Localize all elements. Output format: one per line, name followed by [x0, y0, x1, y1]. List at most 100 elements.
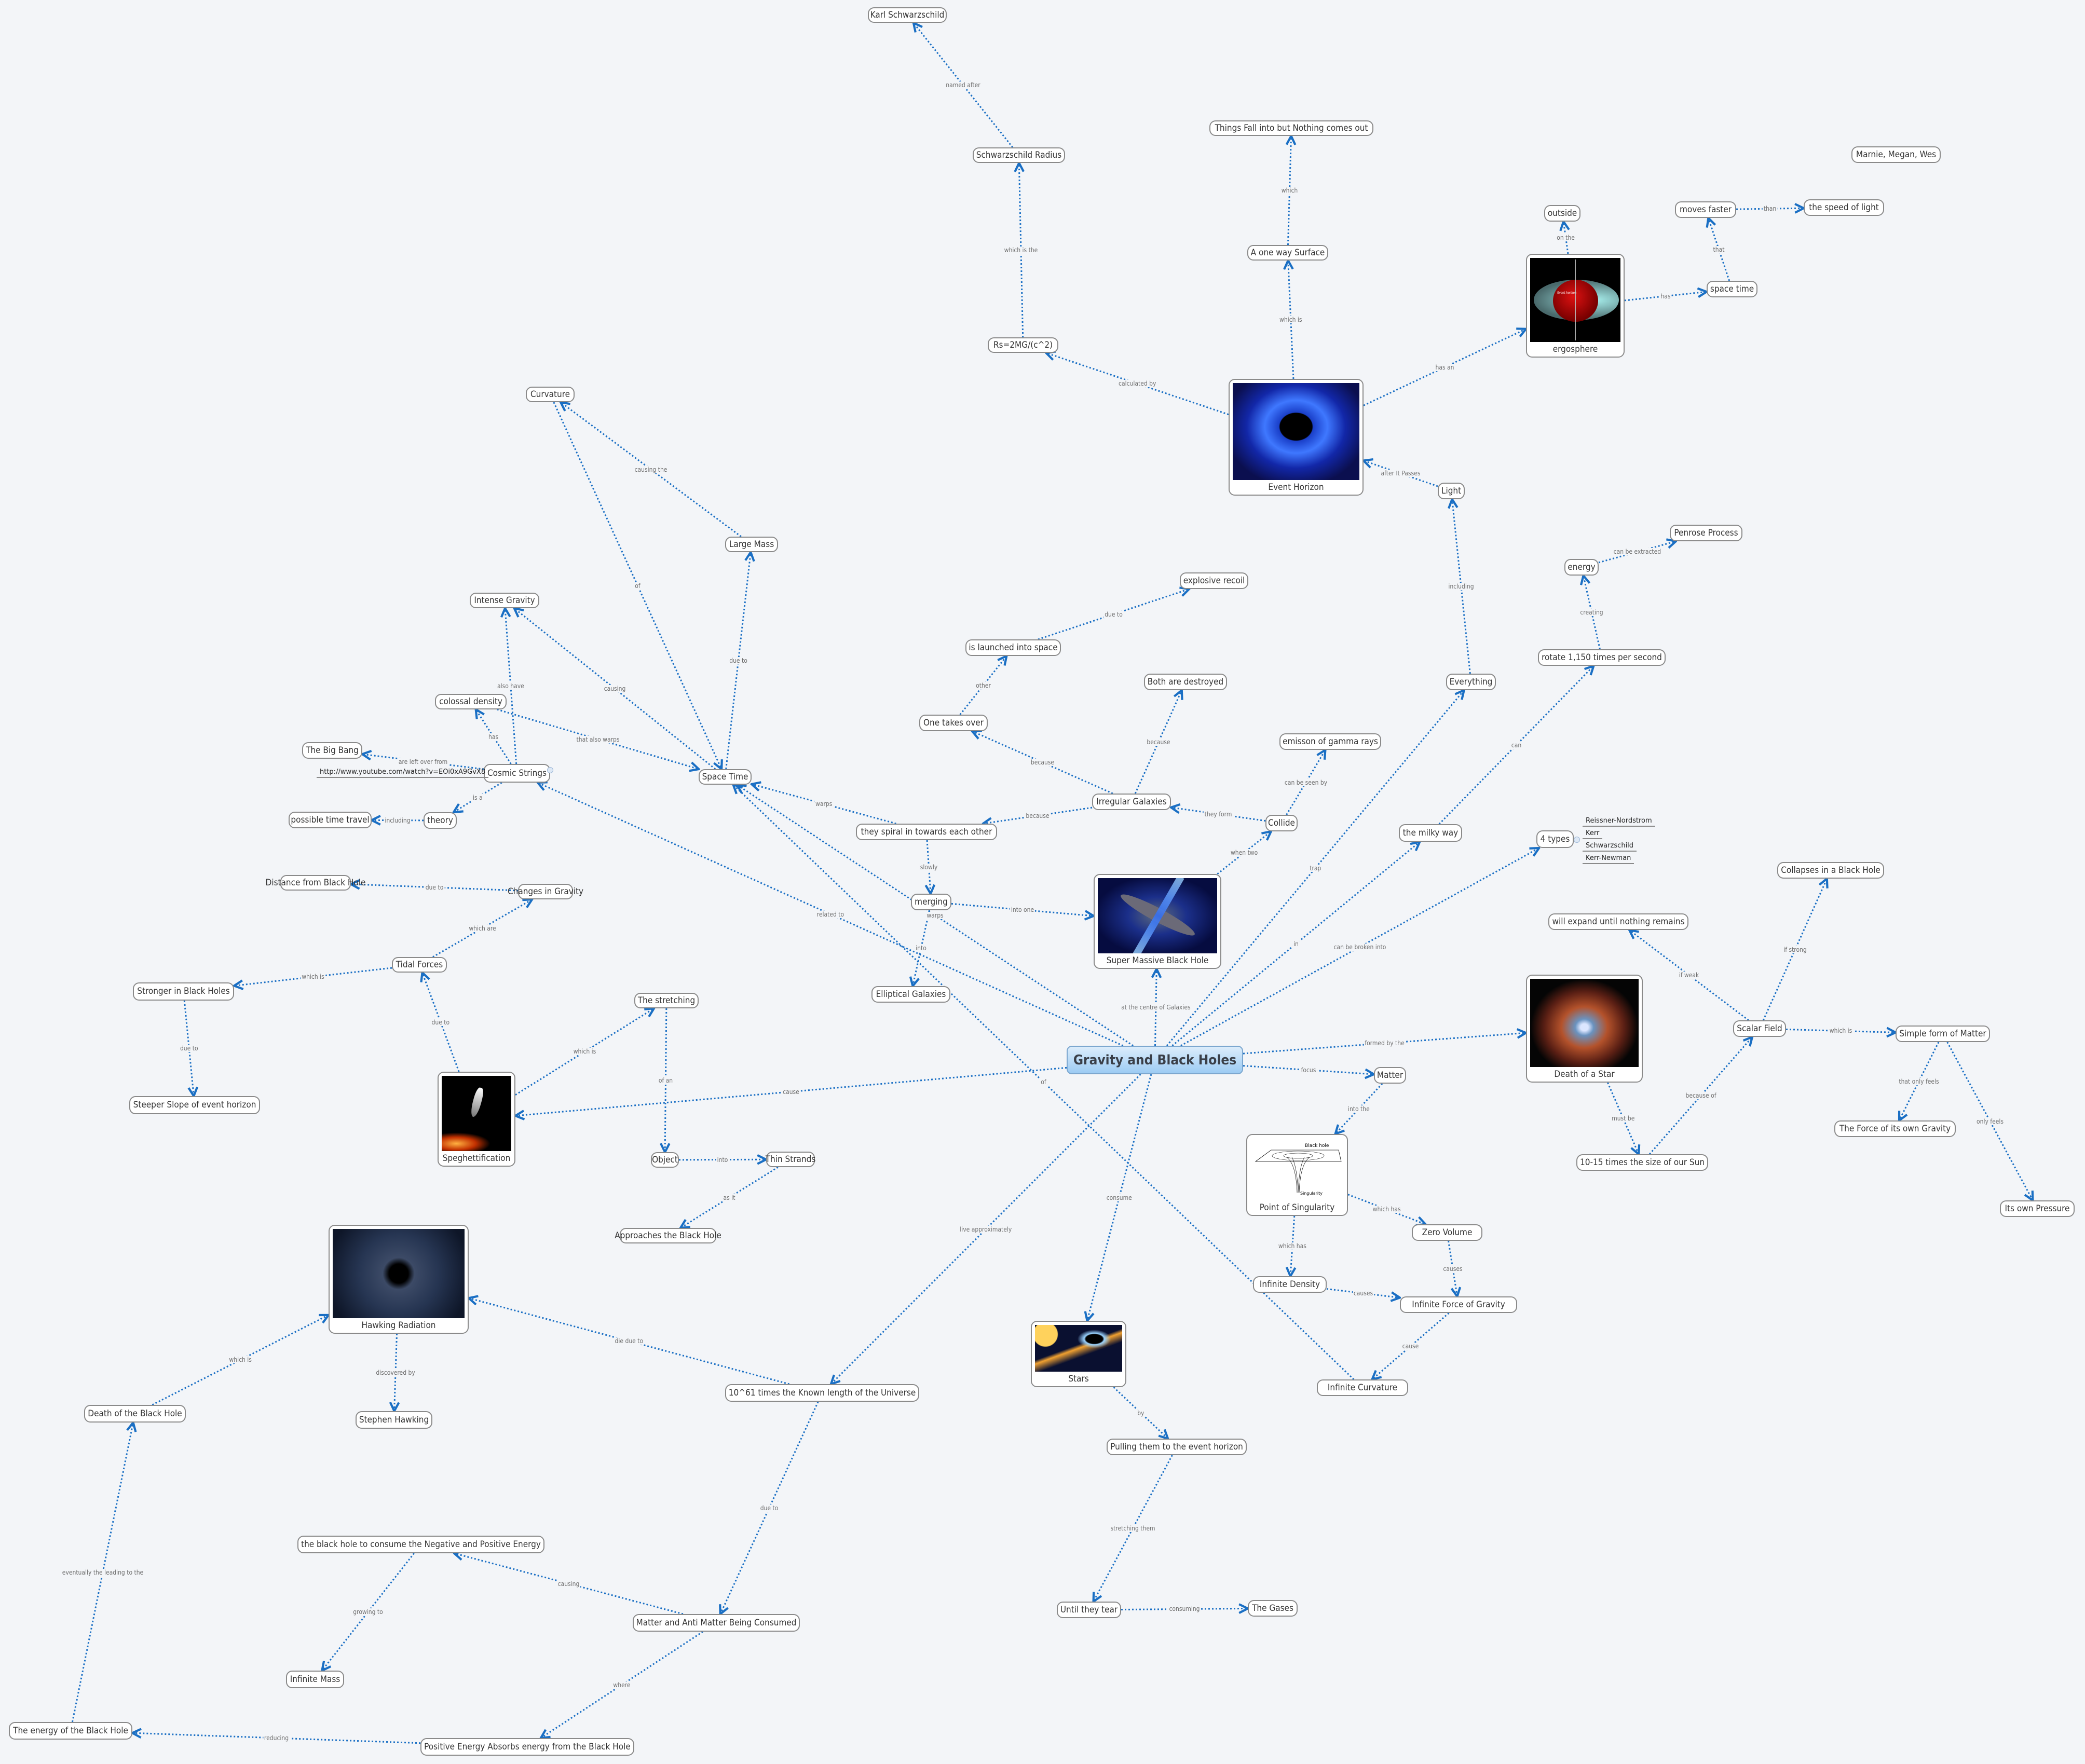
relationship-label[interactable]: cause — [1401, 1343, 1420, 1350]
relationship-label[interactable]: if strong — [1782, 946, 1808, 953]
relationship-connector[interactable] — [1648, 1037, 1752, 1155]
relationship-label[interactable]: die due to — [614, 1337, 645, 1345]
relationship-label[interactable]: due to — [728, 657, 748, 664]
relationship-label[interactable]: which are — [468, 924, 497, 932]
topic-node-smbh[interactable]: Super Massive Black Hole — [1094, 874, 1221, 969]
topic-node-changes[interactable]: Changes in Gravity — [508, 884, 583, 899]
topic-node-consume[interactable]: the black hole to consume the Negative a… — [297, 1536, 544, 1553]
relationship-label[interactable]: into the — [1346, 1105, 1371, 1113]
relationship-label[interactable]: which is — [301, 973, 325, 981]
topic-node-infforce[interactable]: Infinite Force of Gravity — [1400, 1296, 1517, 1313]
relationship-label[interactable]: slowly — [919, 863, 939, 871]
topic-node-spacet2[interactable]: space time — [1707, 281, 1757, 297]
relationship-label[interactable]: can be extracted — [1612, 548, 1662, 556]
collapse-toggle-icon[interactable] — [547, 767, 553, 773]
topic-node-curvature[interactable]: Curvature — [526, 387, 575, 402]
relationship-label[interactable]: as it — [722, 1194, 737, 1201]
topic-node-scalar[interactable]: Scalar Field — [1733, 1020, 1786, 1037]
relationship-label[interactable]: into one — [1010, 906, 1035, 914]
relationship-connector[interactable] — [469, 1298, 790, 1385]
topic-node-milkyway[interactable]: the milky way — [1399, 824, 1462, 842]
subtopic-reissner-nordstrom[interactable]: Reissner-Nordstrom — [1583, 817, 1655, 827]
relationship-connector[interactable] — [234, 967, 392, 986]
relationship-label[interactable]: focus — [1300, 1066, 1317, 1074]
relationship-label[interactable]: of an — [657, 1076, 674, 1084]
topic-node-everything[interactable]: Everything — [1446, 674, 1496, 690]
relationship-connector[interactable] — [1629, 930, 1749, 1021]
relationship-connector[interactable] — [322, 1553, 415, 1671]
relationship-label[interactable]: has an — [1434, 363, 1455, 371]
topic-node-collapses[interactable]: Collapses in a Black Hole — [1777, 862, 1884, 879]
topic-node-deathstar[interactable]: Death of a Star — [1526, 975, 1643, 1083]
topic-node-takesover[interactable]: One takes over — [919, 715, 988, 731]
topic-node-destroyed[interactable]: Both are destroyed — [1144, 674, 1227, 690]
topic-node-deathbh[interactable]: Death of the Black Hole — [84, 1405, 186, 1423]
hyperlink-subtopic[interactable]: http://www.youtube.com/watch?v=EOi0xA9Gv… — [317, 768, 489, 778]
relationship-label[interactable]: cause — [782, 1088, 800, 1096]
topic-node-theory[interactable]: theory — [424, 812, 457, 829]
topic-node-oneway[interactable]: A one way Surface — [1247, 245, 1328, 261]
relationship-label[interactable]: that also warps — [575, 735, 621, 743]
relationship-label[interactable]: because — [1146, 738, 1171, 746]
relationship-label[interactable]: live approximately — [959, 1225, 1013, 1233]
relationship-label[interactable]: including — [384, 816, 412, 824]
subtopic-kerr-newman[interactable]: Kerr-Newman — [1583, 854, 1634, 864]
topic-node-energy[interactable]: energy — [1564, 559, 1599, 576]
topic-node-pressure[interactable]: Its own Pressure — [2000, 1200, 2075, 1217]
topic-node-merging[interactable]: merging — [911, 894, 951, 910]
relationship-label[interactable]: due to — [430, 1018, 451, 1026]
topic-node-stretching[interactable]: The stretching — [634, 993, 699, 1008]
topic-node-bigbang[interactable]: The Big Bang — [302, 742, 362, 759]
topic-node-positive[interactable]: Positive Energy Absorbs energy from the … — [420, 1738, 634, 1756]
relationship-label[interactable]: after It Passes — [1380, 470, 1422, 477]
relationship-label[interactable]: when two — [1229, 849, 1259, 856]
relationship-label[interactable]: which is the — [1003, 247, 1039, 254]
topic-node-largemass[interactable]: Large Mass — [725, 537, 778, 552]
relationship-label[interactable]: reducing — [263, 1734, 290, 1742]
relationship-label[interactable]: warps — [925, 911, 945, 919]
relationship-connector[interactable] — [752, 784, 896, 825]
relationship-label[interactable]: by — [1136, 1409, 1146, 1417]
relationship-connector[interactable] — [1121, 1608, 1248, 1609]
relationship-label[interactable]: also have — [496, 682, 525, 690]
relationship-label[interactable]: which — [1280, 187, 1299, 194]
relationship-connector[interactable] — [1336, 1083, 1383, 1134]
relationship-label[interactable]: related to — [815, 910, 846, 918]
relationship-label[interactable]: of — [1040, 1078, 1047, 1086]
topic-node-launched[interactable]: is launched into space — [965, 639, 1061, 656]
relationship-label[interactable]: which is — [572, 1048, 597, 1056]
relationship-label[interactable]: due to — [179, 1045, 199, 1052]
relationship-connector[interactable] — [1438, 666, 1594, 825]
relationship-label[interactable]: stretching them — [1109, 1525, 1156, 1532]
relationship-label[interactable]: creating — [1579, 609, 1604, 616]
relationship-label[interactable]: only feels — [1975, 1117, 2005, 1125]
relationship-connector[interactable] — [362, 754, 484, 770]
relationship-label[interactable]: in — [1292, 940, 1300, 948]
topic-node-pulling[interactable]: Pulling them to the event horizon — [1107, 1439, 1247, 1455]
topic-node-thin[interactable]: Thin Strands — [766, 1152, 815, 1167]
topic-node-object[interactable]: Object — [651, 1152, 679, 1168]
relationship-label[interactable]: calculated by — [1118, 380, 1157, 388]
relationship-label[interactable]: of — [634, 582, 642, 590]
relationship-label[interactable]: into — [915, 945, 928, 952]
relationship-connector[interactable] — [423, 973, 460, 1072]
topic-node-elliptical[interactable]: Elliptical Galaxies — [871, 986, 950, 1003]
topic-node-marnie[interactable]: Marnie, Megan, Wes — [1851, 146, 1941, 163]
relationship-connector[interactable] — [1946, 1042, 2033, 1200]
topic-node-movesf[interactable]: moves faster — [1675, 201, 1736, 218]
relationship-label[interactable]: discovered by — [375, 1369, 416, 1376]
topic-node-infdensity[interactable]: Infinite Density — [1253, 1276, 1327, 1293]
topic-node-hawking[interactable]: Hawking Radiation — [329, 1225, 469, 1334]
topic-node-rotate[interactable]: rotate 1,150 times per second — [1538, 649, 1666, 666]
topic-node-stephen[interactable]: Stephen Hawking — [356, 1411, 432, 1429]
relationship-label[interactable]: growing to — [352, 1608, 384, 1616]
topic-node-distance[interactable]: Distance from Black Hole — [266, 875, 365, 891]
topic-node-spag[interactable]: Speghettification — [438, 1072, 515, 1167]
topic-node-spacetime[interactable]: Space Time — [699, 769, 752, 785]
relationship-label[interactable]: that — [1712, 245, 1726, 253]
relationship-label[interactable]: causing — [603, 685, 627, 692]
relationship-label[interactable]: warps — [814, 800, 834, 808]
